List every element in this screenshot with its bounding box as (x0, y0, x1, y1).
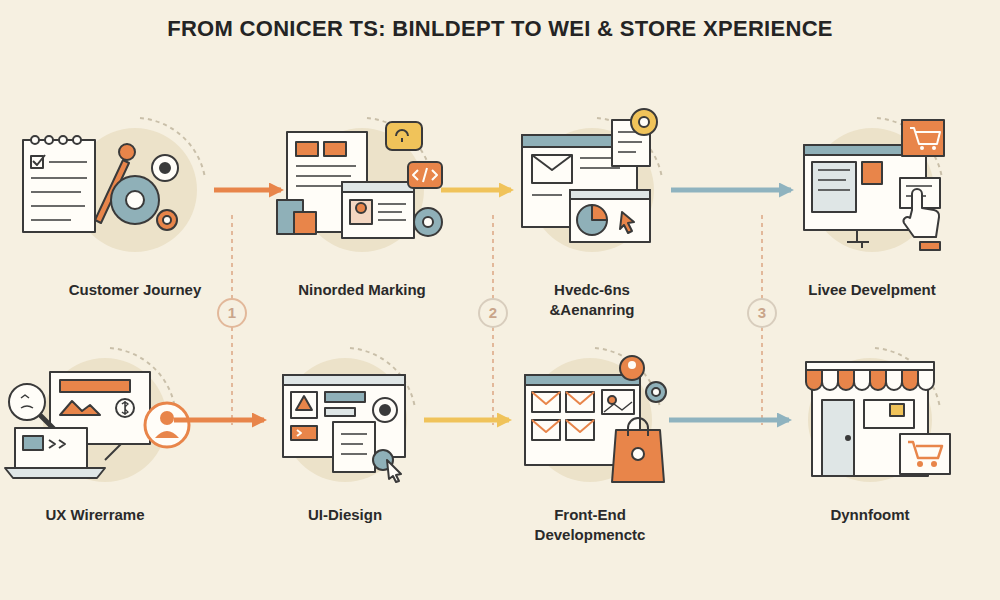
process-step: Front-End Developmenctc (515, 355, 665, 544)
flow-arrow (174, 418, 264, 423)
callout-number: 3 (749, 300, 775, 326)
step-label: Customer Journey (60, 280, 210, 300)
step-label: Hvedc-6ns &Aenanring (517, 280, 667, 319)
process-step: Livee Develpment (797, 125, 947, 300)
step-label: Dynnfoomt (795, 505, 945, 525)
process-step: Ninorded Marking (287, 125, 437, 300)
process-step: Hvedc-6ns &Aenanring (517, 125, 667, 319)
flow-arrow (671, 188, 791, 193)
flow-arrow (424, 418, 509, 423)
process-step: Dynnfoomt (795, 355, 945, 525)
process-step: UX Wirerrame (20, 355, 170, 525)
step-label: Front-End Developmenctc (515, 505, 665, 544)
callout-number: 2 (480, 300, 506, 326)
process-step: UI-Diesign (270, 355, 420, 525)
process-step: Customer Journey (60, 125, 210, 300)
flow-arrow (214, 188, 281, 193)
flow-arrow (669, 418, 789, 423)
step-label: UI-Diesign (270, 505, 420, 525)
step-label: Ninorded Marking (287, 280, 437, 300)
title: FROM CONICER TS: BINLDEPT TO WEI & STORE… (0, 16, 1000, 42)
step-label: Livee Develpment (797, 280, 947, 300)
flow-arrow (441, 188, 511, 193)
step-label: UX Wirerrame (20, 505, 170, 525)
callout-number: 1 (219, 300, 245, 326)
